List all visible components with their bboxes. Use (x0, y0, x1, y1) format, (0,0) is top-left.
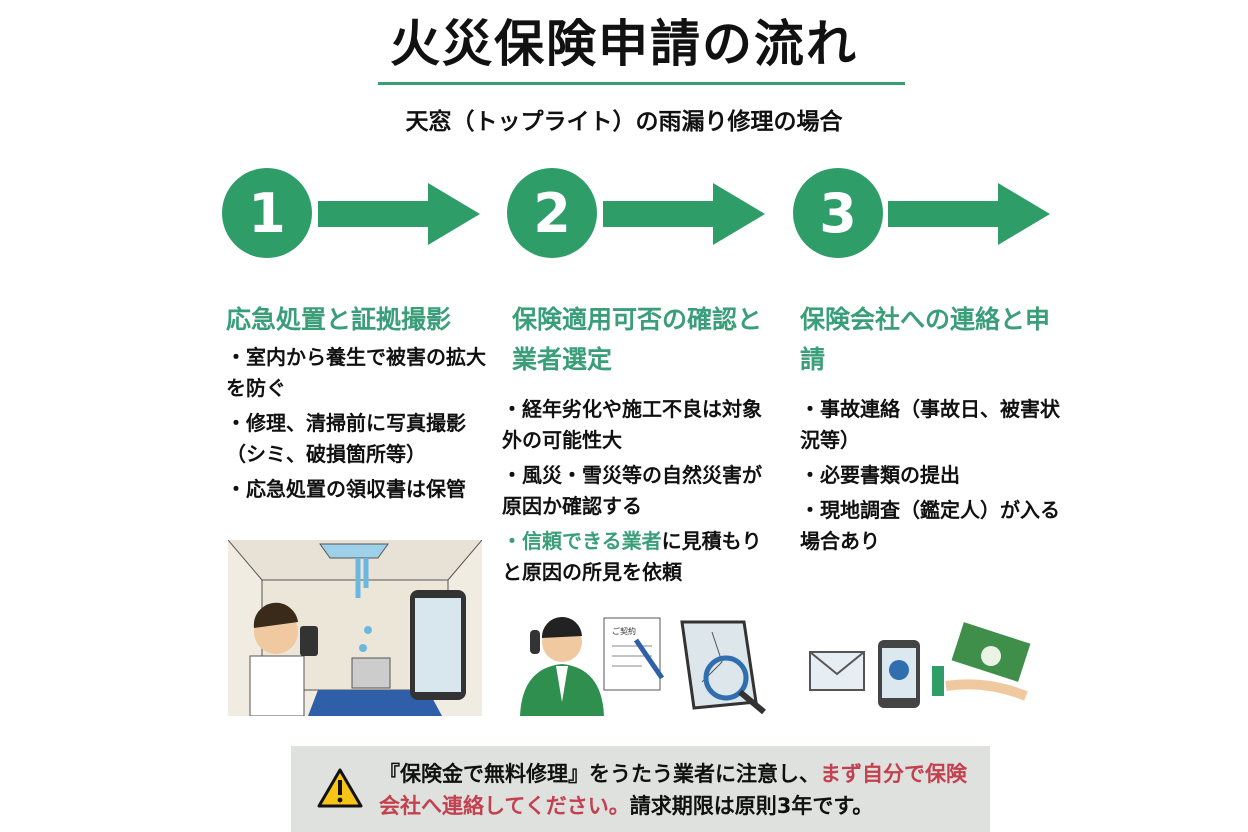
money-icon (945, 622, 1031, 701)
step-2-item: ・経年劣化や施工不良は対象外の可能性大 (502, 397, 762, 452)
page-title: 火災保険申請の流れ (390, 15, 858, 73)
warning-icon (317, 768, 363, 808)
mail-phone-money-illustration (809, 622, 1031, 708)
trusted-contractor-highlight: ・信頼できる業者 (502, 529, 662, 553)
step-3-item: ・現地調査（鑑定人）が入る場合あり (800, 498, 1060, 553)
arrow-right-icon (603, 183, 765, 245)
title-divider (378, 82, 905, 85)
step-1-item: ・修理、清掃前に写真撮影（シミ、破損箇所等） (226, 411, 466, 466)
warning-text: 『保険金で無料修理』をうたう業者に注意し、まず自分で保険会社へ連絡してください。… (379, 758, 979, 822)
arrow-right-icon (888, 183, 1050, 245)
document-label: ご契約 (612, 626, 636, 636)
warning-part3: 請求期限は原則3年です。 (629, 794, 874, 818)
step-2-number: 2 (507, 168, 597, 258)
step-1-body: ・室内から養生で被害の拡大を防ぐ ・修理、清掃前に写真撮影（シミ、破損箇所等） … (226, 342, 488, 509)
warning-banner: 『保険金で無料修理』をうたう業者に注意し、まず自分で保険会社へ連絡してください。… (291, 746, 990, 832)
warning-part1: 『保険金で無料修理』をうたう業者に注意し、 (379, 762, 820, 786)
step-2-heading: 保険適用可否の確認と業者選定 (512, 305, 763, 374)
envelope-icon (809, 651, 865, 691)
step-2-item: ・風災・雪災等の自然災害が原因か確認する (502, 463, 762, 518)
step-3-body: ・事故連絡（事故日、被害状況等） ・必要書類の提出 ・現地調査（鑑定人）が入る場… (800, 394, 1062, 561)
step-3-item: ・必要書類の提出 (800, 463, 960, 487)
leaking-skylight-illustration (228, 540, 482, 716)
contractor-inspection-illustration: ご契約 (520, 616, 766, 716)
step-1-number: 1 (222, 168, 312, 258)
step-3-item: ・事故連絡（事故日、被害状況等） (800, 397, 1060, 452)
warning-emphasis: まず自分で保険会社へ連絡してください。 (379, 762, 967, 818)
arrow-right-icon (318, 183, 480, 245)
subtitle: 天窓（トップライト）の雨漏り修理の場合 (405, 109, 843, 135)
step-1-heading: 応急処置と証拠撮影 (226, 305, 452, 334)
step-2-body: ・経年劣化や施工不良は対象外の可能性大 ・風災・雪災等の自然災害が原因か確認する… (502, 394, 764, 592)
smartphone-icon (878, 640, 920, 708)
step-3-heading: 保険会社への連絡と申請 (800, 305, 1051, 374)
step-2-item-rest: に見積もりと原因の所見を依頼 (502, 529, 762, 584)
step-2-item: ・信頼できる業者に見積もりと原因の所見を依頼 (502, 526, 764, 588)
step-3-number: 3 (793, 168, 883, 258)
step-1-item: ・応急処置の領収書は保管 (226, 477, 466, 501)
step-1-item: ・室内から養生で被害の拡大を防ぐ (226, 345, 486, 400)
